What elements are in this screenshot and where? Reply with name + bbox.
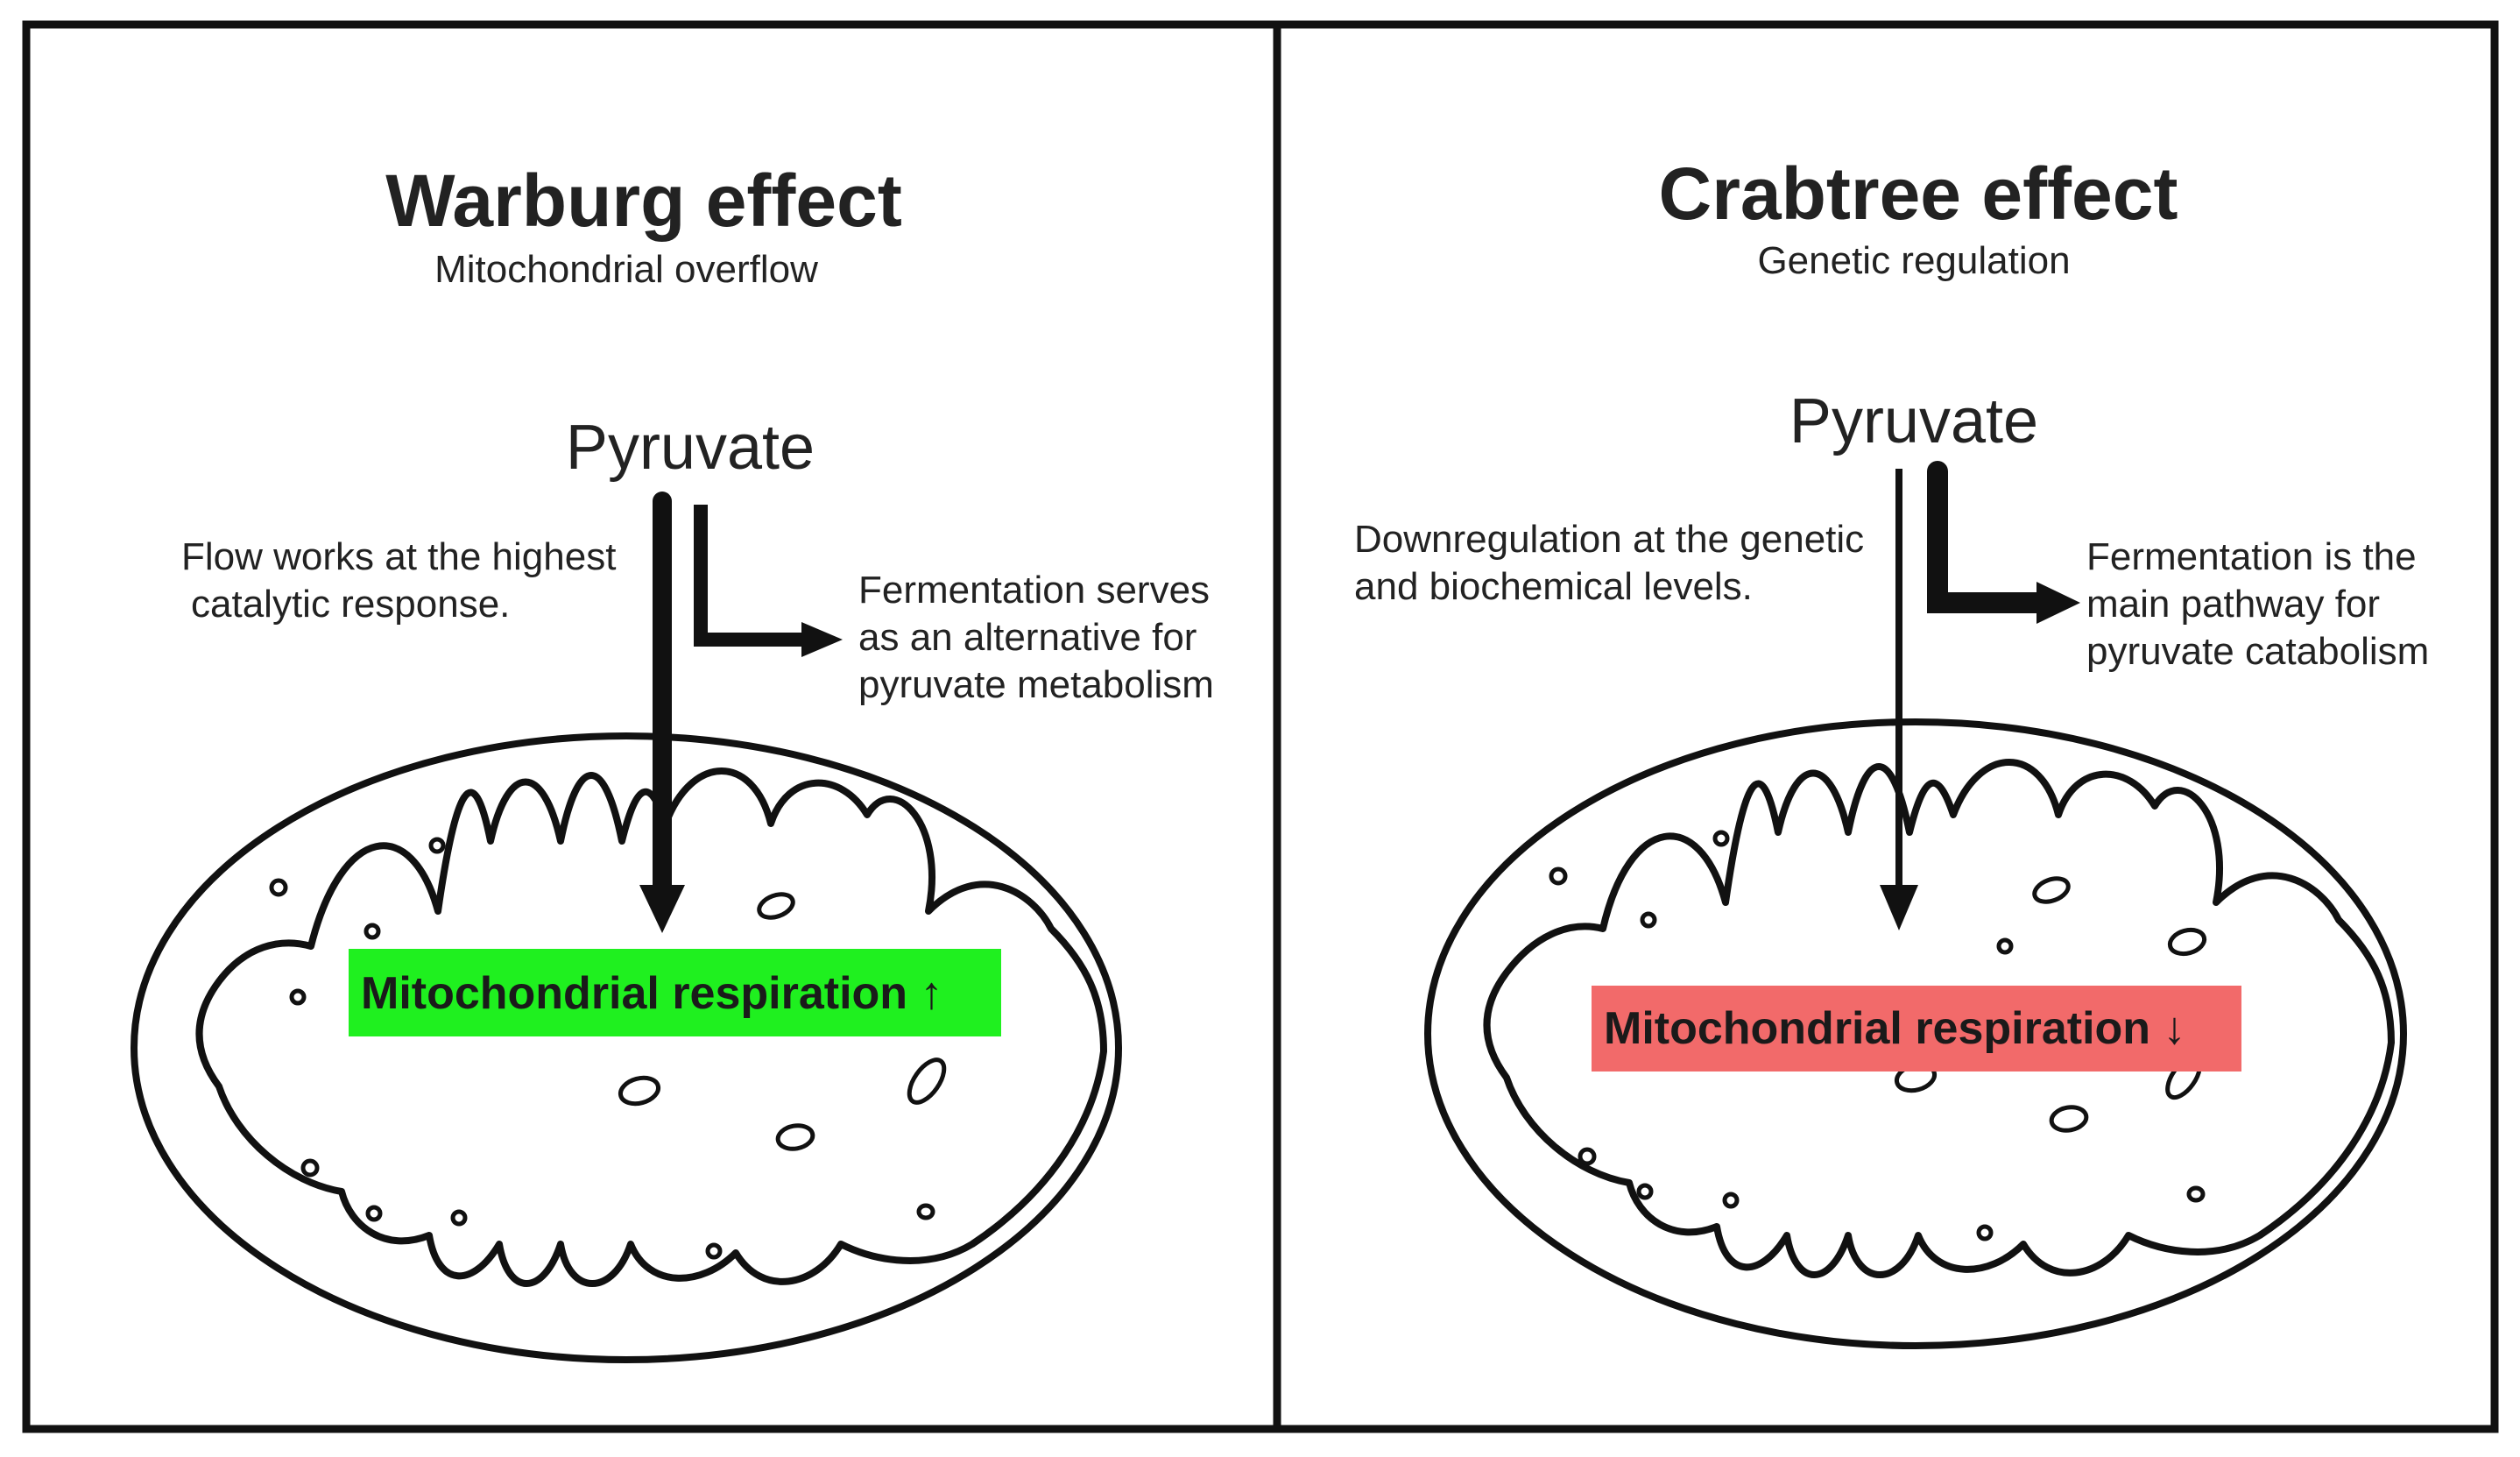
crabtree-fermentation-note: Fermentation is the main pathway for pyr… — [2086, 535, 2429, 673]
warburg-flow-note-line-2: catalytic response. — [191, 583, 510, 626]
crabtree-flow-note-line-1: Downregulation at the genetic — [1354, 518, 1864, 561]
warburg-pyruvate-label: Pyruvate — [566, 413, 815, 483]
warburg-fermentation-note: Fermentation serves as an alternative fo… — [858, 569, 1214, 706]
warburg-subtitle: Mitochondrial overflow — [434, 248, 818, 291]
crabtree-subtitle: Genetic regulation — [1757, 239, 2070, 282]
crabtree-fermentation-line-1: Fermentation is the — [2086, 535, 2417, 578]
warburg-fermentation-line-3: pyruvate metabolism — [858, 663, 1214, 706]
warburg-fermentation-line-1: Fermentation serves — [858, 569, 1210, 612]
warburg-panel: Warburg effect Mitochondrial overflow Py… — [131, 159, 1214, 1363]
crabtree-respiration-box — [1592, 986, 2241, 1072]
warburg-flow-note-line-1: Flow works at the highest — [181, 535, 616, 578]
warburg-fermentation-line-2: as an alternative for — [858, 616, 1196, 659]
crabtree-fermentation-line-3: pyruvate catabolism — [2086, 630, 2429, 673]
crabtree-respiration-label: Mitochondrial respiration ↓ — [1604, 1003, 2186, 1054]
warburg-respiration-label: Mitochondrial respiration ↑ — [361, 968, 943, 1019]
crabtree-pyruvate-label: Pyruvate — [1789, 386, 2038, 456]
warburg-mitochondrion — [131, 732, 1122, 1363]
crabtree-fermentation-line-2: main pathway for — [2086, 583, 2380, 626]
warburg-fermentation-arrow — [694, 505, 843, 657]
warburg-flow-note: Flow works at the highest catalytic resp… — [181, 535, 616, 626]
crabtree-flow-note: Downregulation at the genetic and bioche… — [1354, 518, 1864, 608]
crabtree-title: Crabtree effect — [1659, 152, 2178, 235]
crabtree-flow-note-line-2: and biochemical levels. — [1354, 565, 1753, 608]
outer-frame — [22, 20, 2499, 1433]
warburg-pyruvate-to-mitochondria-arrow — [639, 492, 685, 933]
crabtree-pyruvate-to-mitochondria-arrow — [1880, 469, 1918, 930]
warburg-title: Warburg effect — [385, 159, 902, 242]
warburg-respiration-box — [349, 949, 1001, 1036]
crabtree-fermentation-arrow — [1927, 461, 2080, 624]
crabtree-panel: Crabtree effect Genetic regulation Pyruv… — [1354, 152, 2429, 1349]
